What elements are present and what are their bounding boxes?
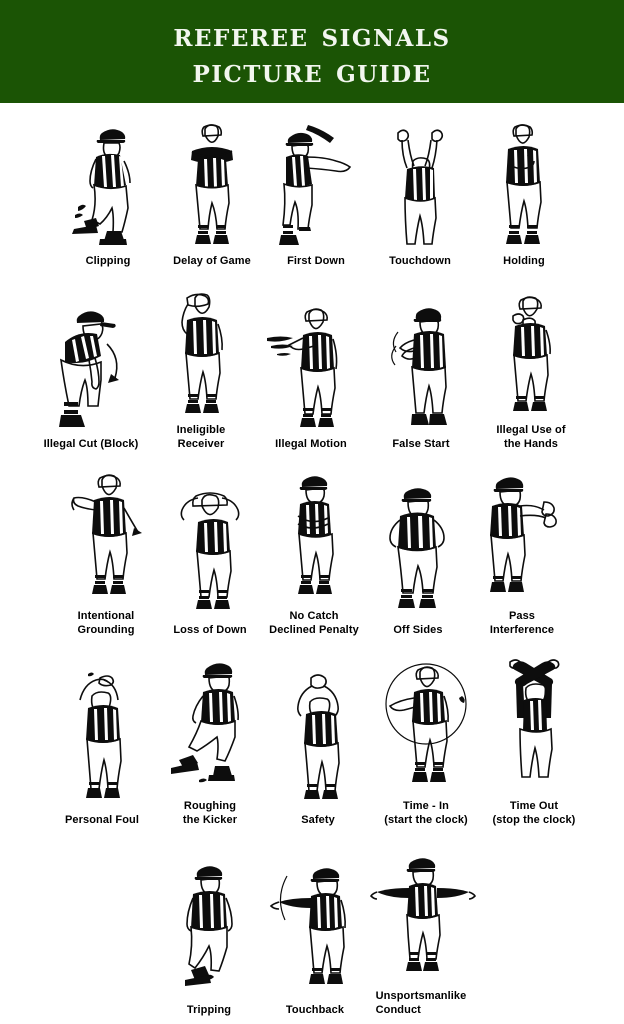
signal-cell-touchdown: Touchdown <box>368 121 472 268</box>
signal-cell-pass-interference: Pass Interference <box>470 470 574 637</box>
page-header-banner: Referee Signals Picture Guide <box>0 0 624 103</box>
referee-intentional-grounding-icon <box>71 474 142 595</box>
signal-row-2: Illegal Cut (Block) <box>0 268 624 451</box>
signal-label: Loss of Down <box>173 623 247 636</box>
signal-label: Ineligible Receiver <box>176 424 226 450</box>
signal-cell-illegal-cut: Illegal Cut (Block) <box>36 302 146 451</box>
signal-cell-loss-of-down: Loss of Down <box>158 484 262 637</box>
referee-no-catch-icon <box>297 476 334 595</box>
signal-label: Time - In (start the clock) <box>384 800 468 826</box>
signal-cell-intentional-grounding: Intentional Grounding <box>54 470 158 637</box>
signal-label: No Catch Declined Penalty <box>269 610 359 636</box>
signal-cell-personal-foul: Personal Foul <box>48 670 156 827</box>
referee-touchdown-icon <box>397 129 444 245</box>
signal-cell-illegal-use-of-hands: Illegal Use of the Hands <box>476 288 586 451</box>
signal-cell-unsportsmanlike-conduct: Unsportsmanlike Conduct <box>368 848 476 1017</box>
signal-row-5: Tripping <box>0 827 624 1017</box>
referee-holding-icon <box>506 123 542 244</box>
signal-cell-time-out: Time Out (stop the clock) <box>480 656 588 827</box>
signal-cell-holding: Holding <box>472 121 576 268</box>
signal-label: Illegal Motion <box>275 437 347 450</box>
referee-loss-of-down-icon <box>180 491 240 609</box>
referee-safety-icon <box>297 673 340 799</box>
referee-tripping-icon <box>185 865 233 986</box>
signal-cell-touchback: Touchback <box>262 862 368 1017</box>
signal-label: Intentional Grounding <box>77 610 135 636</box>
signal-label: Illegal Cut (Block) <box>43 437 139 450</box>
signal-cell-clipping: Clipping <box>56 121 160 268</box>
signal-row-1: Clipping <box>0 103 624 268</box>
signal-label: Off Sides <box>393 623 443 636</box>
page-title-line-2: Picture Guide <box>192 50 432 90</box>
referee-roughing-the-kicker-icon <box>171 663 239 783</box>
referee-ineligible-receiver-icon <box>181 293 223 414</box>
referee-time-out-icon <box>509 659 560 778</box>
signal-cell-false-start: False Start <box>366 302 476 451</box>
referee-false-start-icon <box>391 307 447 425</box>
signal-label: False Start <box>392 437 450 450</box>
referee-first-down-icon <box>279 124 352 245</box>
referee-touchback-icon <box>269 867 346 984</box>
signal-label: Time Out (stop the clock) <box>492 800 576 826</box>
signal-row-4: Personal Foul <box>0 637 624 827</box>
signal-label: Unsportsmanlike Conduct <box>375 990 467 1016</box>
signal-label: Roughing the Kicker <box>182 800 238 826</box>
signal-label: Tripping <box>186 1003 232 1016</box>
referee-pass-interference-icon <box>490 477 557 593</box>
referee-personal-foul-icon <box>79 672 122 798</box>
referee-clipping-icon <box>72 128 131 245</box>
referee-unsportsmanlike-conduct-icon <box>370 858 476 972</box>
signal-cell-ineligible-receiver: Ineligible Receiver <box>146 288 256 451</box>
referee-delay-of-game-icon <box>191 123 233 244</box>
signal-cell-time-in: Time - In (start the clock) <box>372 656 480 827</box>
signal-label: Touchback <box>285 1003 345 1016</box>
signal-cell-off-sides: Off Sides <box>366 484 470 637</box>
signal-label: Personal Foul <box>64 813 140 826</box>
signal-row-3: Intentional Grounding <box>0 451 624 637</box>
signal-label: Delay of Game <box>173 254 251 267</box>
referee-illegal-cut-icon <box>59 311 119 427</box>
signal-label: Touchdown <box>389 254 451 267</box>
page-title-line-1: Referee Signals <box>173 14 451 54</box>
signal-cell-illegal-motion: Illegal Motion <box>256 302 366 451</box>
signal-cell-no-catch: No Catch Declined Penalty <box>262 470 366 637</box>
referee-illegal-use-of-hands-icon <box>512 296 551 412</box>
signal-label: Pass Interference <box>489 610 555 636</box>
signal-label: First Down <box>287 254 345 267</box>
signal-label: Safety <box>301 813 335 826</box>
signal-cell-first-down: First Down <box>264 121 368 268</box>
signal-grid: Clipping <box>0 103 624 1024</box>
signal-label: Illegal Use of the Hands <box>496 424 566 450</box>
referee-off-sides-icon <box>389 487 445 608</box>
signal-cell-roughing-the-kicker: Roughing the Kicker <box>156 656 264 827</box>
signal-cell-safety: Safety <box>264 670 372 827</box>
signal-label: Holding <box>503 254 545 267</box>
referee-illegal-motion-icon <box>267 307 338 427</box>
signal-label: Clipping <box>85 254 131 267</box>
signal-cell-delay-of-game: Delay of Game <box>160 121 264 268</box>
referee-time-in-icon <box>385 663 467 783</box>
signal-cell-tripping: Tripping <box>156 862 262 1017</box>
